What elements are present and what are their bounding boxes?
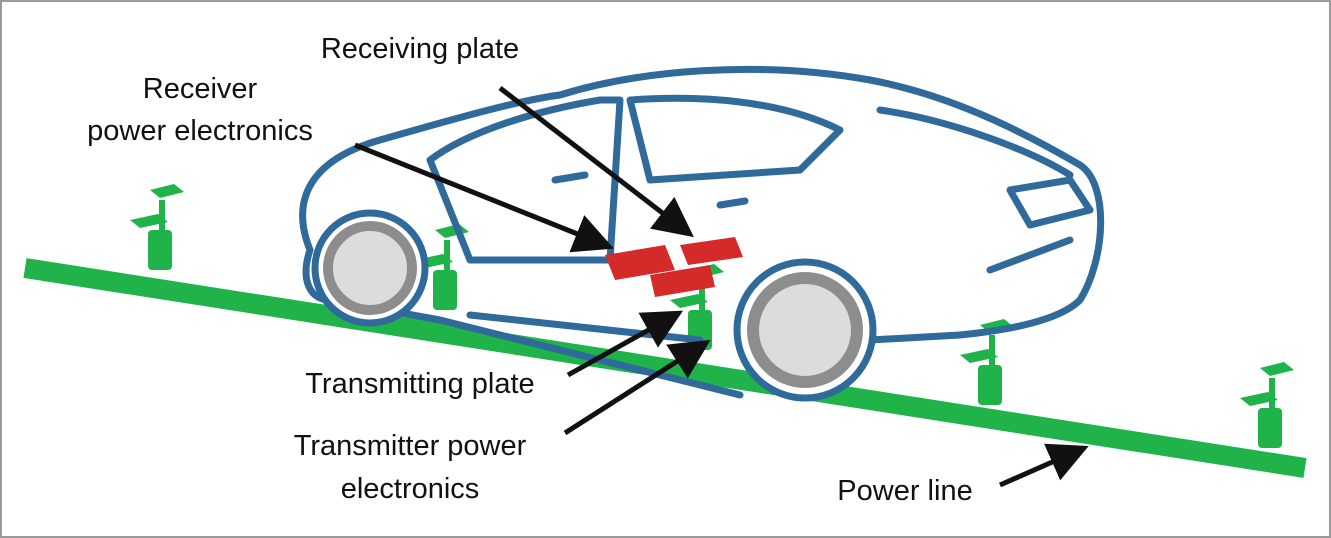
label-transmitter-pe-2: electronics (341, 473, 480, 505)
arrow-receiving-plate (498, 86, 694, 238)
label-receiver-pe-2: power electronics (87, 115, 313, 147)
arrow-transmitting-plate (566, 310, 684, 378)
rear-hub (747, 272, 863, 388)
arrow-power-line (998, 443, 1089, 488)
label-power-line: Power line (837, 475, 972, 507)
label-transmitter-pe-1: Transmitter power (294, 430, 527, 462)
car-outline (299, 65, 1105, 399)
label-transmitting-plate: Transmitting plate (305, 368, 534, 400)
receiver-assembly (605, 237, 743, 297)
arrows (354, 86, 1089, 488)
arrow-transmitter-pe (563, 339, 711, 436)
arrow-receiver-pe (354, 142, 614, 253)
label-receiver-pe-1: Receiver (143, 73, 258, 105)
front-hub (323, 221, 417, 315)
label-receiving-plate: Receiving plate (321, 33, 519, 65)
